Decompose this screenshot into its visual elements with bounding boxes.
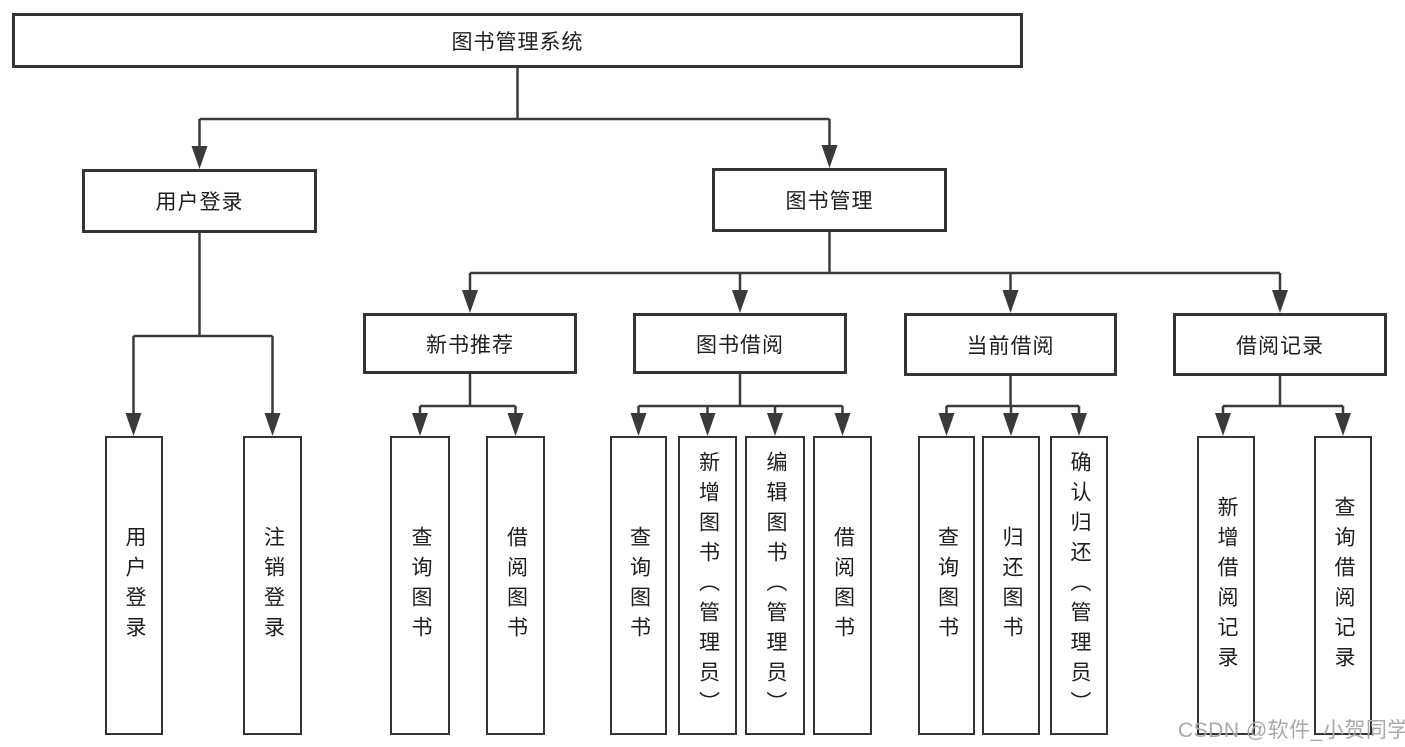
- leaf-edit-books-admin: 编辑图书（管理员）: [745, 436, 805, 735]
- node-root-system: 图书管理系统: [12, 13, 1023, 68]
- node-book-borrow: 图书借阅: [633, 313, 847, 374]
- node-new-book-recommend: 新书推荐: [363, 313, 577, 374]
- leaf-user-login: 用户登录: [105, 436, 163, 735]
- leaf-borrow-books-recommend: 借阅图书: [486, 436, 545, 735]
- node-book-management: 图书管理: [712, 168, 947, 232]
- leaf-borrow-books: 借阅图书: [813, 436, 872, 735]
- leaf-query-books-recommend: 查询图书: [390, 436, 450, 735]
- leaf-logout: 注销登录: [243, 436, 302, 735]
- node-borrow-records: 借阅记录: [1173, 313, 1387, 376]
- csdn-watermark: CSDN @软件_小贺同学: [1178, 719, 1405, 742]
- leaf-confirm-return-admin: 确认归还（管理员）: [1050, 436, 1108, 735]
- leaf-query-borrow-record: 查询借阅记录: [1314, 436, 1372, 735]
- arrow-down-icons: [125, 145, 1351, 436]
- leaf-add-books-admin: 新增图书（管理员）: [678, 436, 737, 735]
- node-current-borrow: 当前借阅: [904, 313, 1117, 376]
- leaf-query-books-borrow: 查询图书: [610, 436, 667, 735]
- leaf-add-borrow-record: 新增借阅记录: [1197, 436, 1255, 735]
- leaf-return-books: 归还图书: [982, 436, 1040, 735]
- node-user-login: 用户登录: [82, 169, 317, 233]
- leaf-query-books-current: 查询图书: [918, 436, 975, 735]
